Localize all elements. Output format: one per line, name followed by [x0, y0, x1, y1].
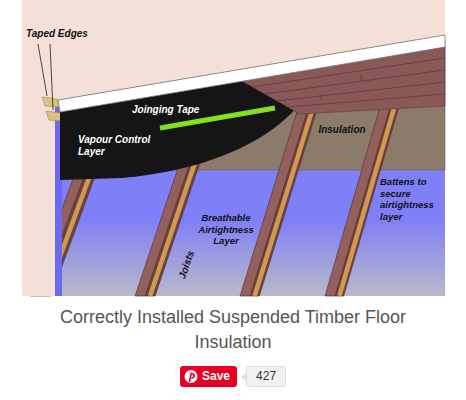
- part-label: Vapour Control Layer: [78, 134, 158, 157]
- leader-line: [38, 44, 47, 96]
- part-label: Taped Edges: [26, 28, 88, 40]
- part-label: Breathable Airtightness Layer: [194, 212, 258, 247]
- count-text: 427: [256, 367, 276, 386]
- board-line: [264, 70, 445, 94]
- board-line: [320, 94, 322, 100]
- board-line: [276, 82, 445, 101]
- caption-text: Correctly Installed Suspended Timber Flo…: [23, 305, 443, 355]
- count-badge: 427: [246, 366, 286, 387]
- part-label: Battens to secure airtightness layer: [380, 176, 442, 222]
- leader-line: [50, 44, 53, 110]
- save-button: Save: [180, 366, 237, 387]
- board-line: [360, 74, 362, 81]
- part-label: Joinging Tape: [132, 104, 199, 116]
- wall: [22, 0, 445, 296]
- board-line: [288, 94, 445, 107]
- part-label: Insulation: [318, 124, 365, 136]
- button-text: Save: [202, 366, 230, 387]
- edge-tape: [42, 97, 60, 107]
- edge-tape: [46, 111, 62, 121]
- skirting-board: [58, 35, 445, 112]
